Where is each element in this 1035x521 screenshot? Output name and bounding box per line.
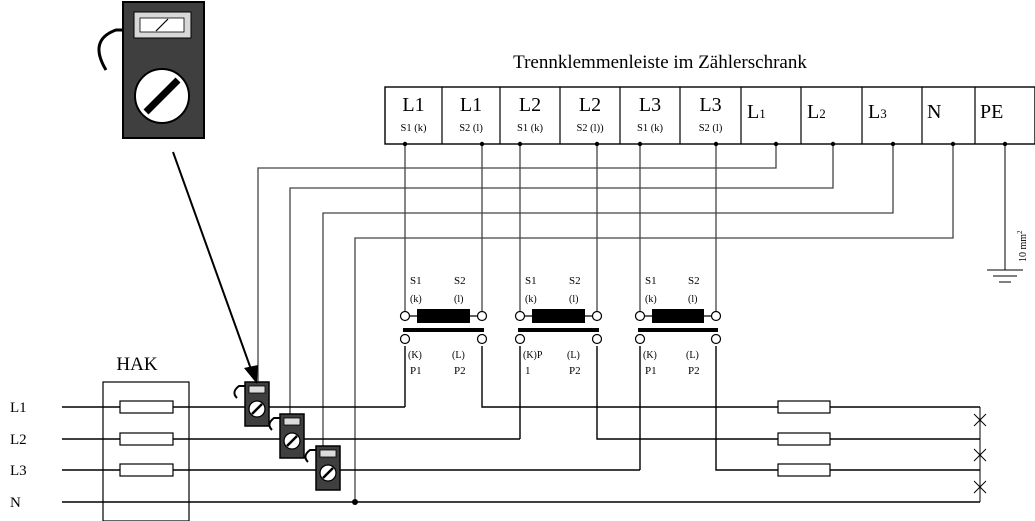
clamp-meter-icon [268,413,305,459]
current-transformer-l1: S1 S2 (k) (l) (K) (L) P1 P2 [399,275,488,377]
terminal-sublabel: S1 (k) [517,123,543,134]
ct-label-s2: S2 [688,275,700,287]
ct-label-L: (L) [452,350,465,361]
fuse-icon [777,400,831,414]
terminal-label: L1 [402,94,424,116]
clamp-meter-icon [233,381,270,427]
terminal-block-title: Trennklemmenleiste im Zählerschrank [513,52,807,73]
line-label-l2: L2 [10,432,27,448]
line-label-l3: L3 [10,463,27,479]
ct-secondary-wires [404,144,717,312]
terminal-label: L1 [747,101,766,123]
terminal-label: L3 [639,94,661,116]
fuse-icon [119,400,174,414]
terminal-label: N [927,101,941,123]
ct-label-p1: P1 [410,365,422,377]
terminal-sublabel: S1 (k) [637,123,663,134]
current-transformer-l2: S1 S2 (k) (l) (K)P (L) 1 P2 [514,275,603,377]
current-transformer-l3: S1 S2 (k) (l) (K) (L) P1 P2 [634,275,722,377]
ct-label-K: (K)P [523,350,543,361]
terminal-label: L3 [868,101,887,123]
ct-label-p1: P1 [645,365,657,377]
ct-label-s2: S2 [454,275,466,287]
terminal-label: PE [980,101,1003,123]
ct-label-L: (L) [567,350,580,361]
ct-label-s1: S1 [525,275,537,287]
ct-label-p2: P2 [569,365,581,377]
terminal-sublabel: S1 (k) [401,123,427,134]
pe-cross-section-label: 10 mm2 [1016,230,1029,262]
terminal-sublabel: S2 (l) [699,123,723,134]
multimeter-icon [97,1,205,139]
line-label-n: N [10,495,21,511]
terminal-label: L2 [807,101,826,123]
fuse-icon [119,432,174,446]
ct-label-l: (l) [454,294,463,305]
ct-label-K: (K) [408,350,422,361]
terminal-label: L3 [699,94,721,116]
fuse-icon [777,463,831,477]
ct-label-K: (K) [643,350,657,361]
clamp-meter-icon [304,445,341,491]
ct-label-s2: S2 [569,275,581,287]
load-fuses [777,400,831,477]
terminal-label: L2 [519,94,541,116]
ct-label-l: (l) [569,294,578,305]
ct-label-s1: S1 [410,275,422,287]
ct-label-k: (k) [410,294,422,305]
ct-label-s1: S1 [645,275,657,287]
fuse-icon [777,432,831,446]
voltage-wires [257,144,954,502]
arrow-icon [172,151,258,384]
ct-label-p1: 1 [525,365,531,377]
ct-label-p2: P2 [454,365,466,377]
line-label-l1: L1 [10,400,27,416]
hak-box [102,381,190,521]
hak-fuses [119,400,174,477]
hak-label: HAK [116,354,157,375]
terminal-dots [402,141,1008,147]
terminal-sublabel: S2 (l)) [576,123,604,134]
star-point-icon [973,407,987,502]
ct-label-k: (k) [645,294,657,305]
terminal-label: L2 [579,94,601,116]
line-labels: L1 L2 L3 N [10,400,27,511]
ct-label-L: (L) [686,350,699,361]
terminal-sublabel: S2 (l) [459,123,483,134]
main-conductors [62,346,980,505]
terminal-label: L1 [460,94,482,116]
fuse-icon [119,463,174,477]
ground-icon [987,144,1023,283]
ct-label-k: (k) [525,294,537,305]
ct-label-l: (l) [688,294,697,305]
terminal-block: L1 S1 (k) L1 S2 (l) L2 S1 (k) L2 S2 (l)) L3 S1 (k… [384,86,1035,145]
ct-label-p2: P2 [688,365,700,377]
